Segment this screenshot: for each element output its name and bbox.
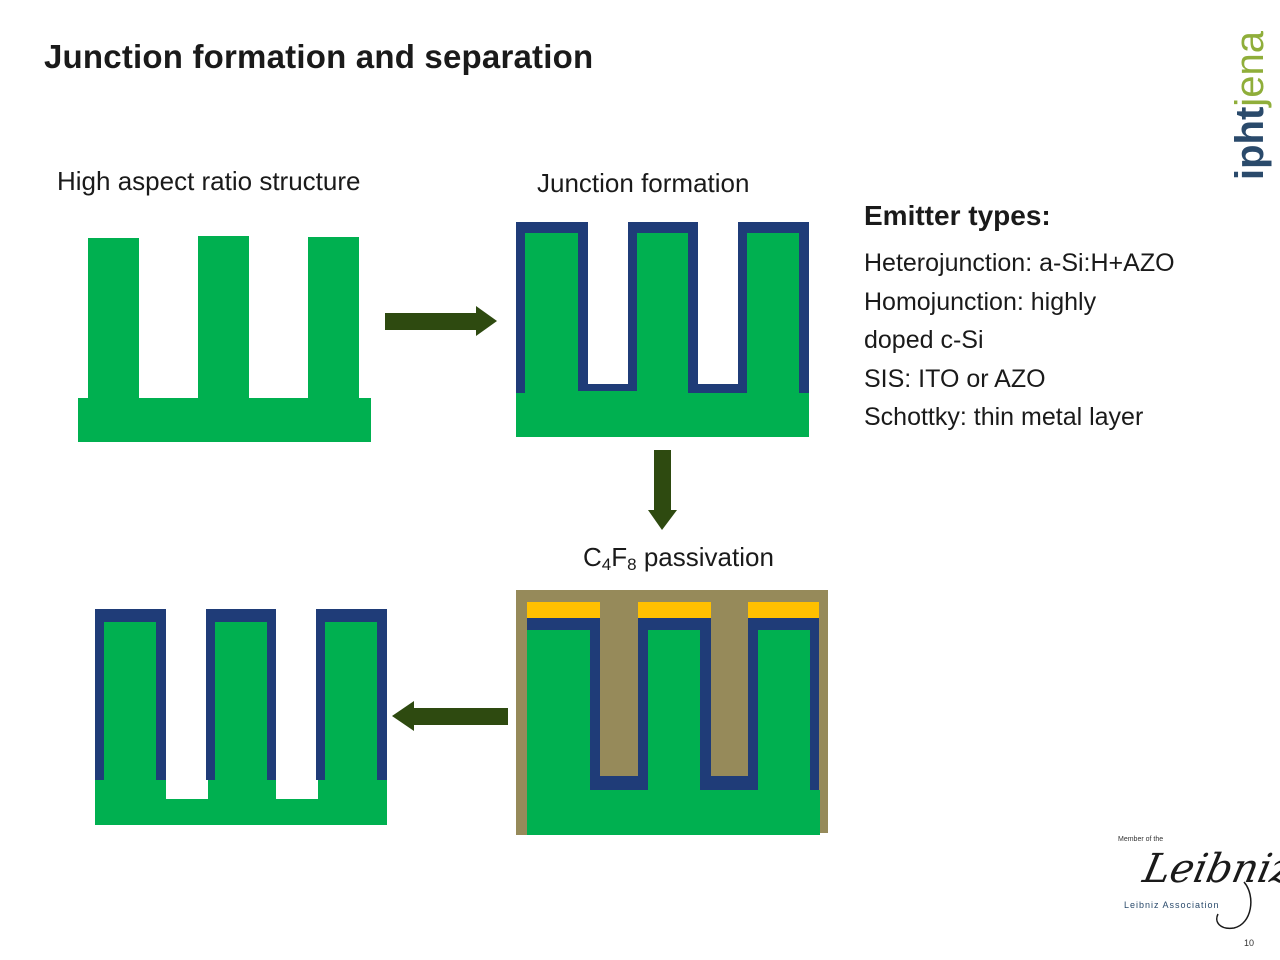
emitter-types-heading: Emitter types: (864, 200, 1051, 231)
label-high-aspect-ratio: High aspect ratio structure (57, 166, 361, 196)
structure-step1-high-aspect-ratio (78, 236, 371, 442)
emitter-item: doped c-Si (864, 326, 984, 354)
emitter-item: SIS: ITO or AZO (864, 364, 1046, 393)
page-number: 10 (1244, 938, 1255, 948)
arrow-left-icon (392, 701, 508, 731)
emitter-item: Schottky: thin metal layer (864, 403, 1144, 431)
emitter-item: Homojunction: highly (864, 287, 1097, 316)
arrow-right-icon (385, 306, 497, 336)
structure-step2-junction-formation (516, 222, 809, 437)
emitter-types-list: Heterojunction: a-Si:H+AZO Homojunction:… (864, 244, 1175, 437)
leibniz-association-logo: Member of the Leibniz Leibniz Associatio… (1118, 836, 1280, 936)
label-junction-formation: Junction formation (537, 168, 750, 198)
arrow-down-icon (648, 450, 677, 530)
emitter-item: Heterojunction: a-Si:H+AZO (864, 249, 1175, 277)
leibniz-swoosh-icon (1216, 881, 1252, 930)
structure-step3-passivation (516, 590, 828, 835)
page-title: Junction formation and separation (44, 38, 594, 75)
structure-step4-separated (95, 609, 387, 825)
label-c4f8-passivation: C4F8 passivation (583, 542, 774, 574)
